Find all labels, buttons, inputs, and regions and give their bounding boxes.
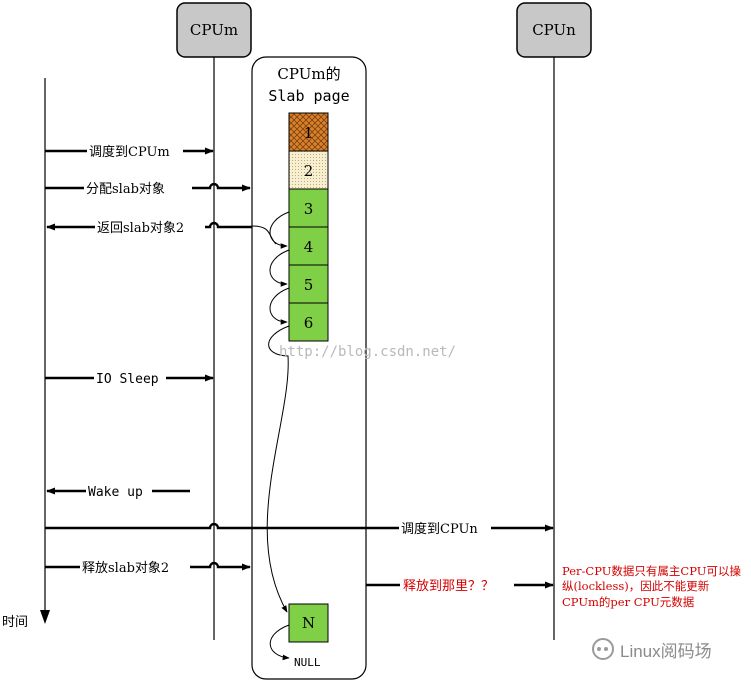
- slab-slot-2-label: 2: [304, 162, 314, 180]
- label-wake-up: Wake up: [88, 485, 143, 500]
- cpum-label: CPUm: [190, 21, 238, 39]
- note-line-3: CPUm的per CPU元数据: [562, 595, 695, 609]
- time-label: 时间: [2, 615, 28, 630]
- cpum-box: [176, 2, 252, 58]
- arrow-return-obj: [46, 221, 252, 231]
- freelist-link-n-null: [269, 624, 290, 661]
- note-line-1: Per-CPU数据只有属主CPU可以操: [562, 564, 741, 578]
- cpun-label: CPUn: [532, 21, 576, 39]
- url-watermark: http://blog.csdn.net/: [279, 344, 456, 360]
- label-bg-free-obj: [80, 558, 190, 576]
- note-line-2: 纵(lockless)，因此不能更新: [562, 579, 710, 593]
- slab-page-title-line2: Slab page: [268, 87, 349, 105]
- slab-slot-6-label: 6: [304, 314, 314, 332]
- label-bg-free-where: [400, 575, 514, 594]
- label-bg-schedule-cpun: [399, 519, 491, 537]
- brand-watermark: Linux阅码场: [592, 636, 742, 662]
- null-label: NULL: [294, 656, 321, 669]
- arrow-schedule-cpun: [45, 522, 554, 532]
- slab-slot-n-label: N: [302, 614, 315, 632]
- label-free-where: 释放到那里？？: [403, 579, 494, 594]
- slab-slot-1-label: 1: [304, 124, 314, 142]
- freelist-link-3-4: [269, 211, 290, 249]
- return-link-to-slot-3: [251, 225, 277, 245]
- slab-slot-5-label: 5: [304, 276, 314, 294]
- brand-text: Linux阅码场: [620, 641, 712, 661]
- cpun-box: [516, 2, 592, 58]
- label-bg-wake-up: [86, 482, 152, 500]
- freelist-link-6-n: [266, 325, 290, 613]
- arrow-alloc: [45, 182, 251, 192]
- label-schedule-cpum: 调度到CPUm: [89, 144, 170, 160]
- slab-slot-2: [288, 150, 329, 190]
- slab-slot-6: [288, 302, 329, 342]
- slab-slot-4: [288, 226, 329, 266]
- slab-slot-4-label: 4: [304, 238, 314, 256]
- freelist-link-4-5: [269, 249, 290, 287]
- arrow-free-obj: [45, 561, 251, 571]
- time-axis-arrowhead: [40, 610, 50, 624]
- slab-slot-1: [288, 112, 329, 152]
- slab-slot-3-label: 3: [304, 200, 314, 218]
- label-bg-schedule-cpum: [87, 142, 183, 160]
- label-return-obj: 返回slab对象2: [97, 221, 184, 236]
- wechat-icon: [592, 638, 614, 660]
- label-io-sleep: IO Sleep: [96, 372, 159, 387]
- label-free-obj: 释放slab对象2: [82, 561, 169, 576]
- slab-page-frame: [251, 56, 367, 680]
- slab-slot-5: [288, 264, 329, 304]
- label-bg-alloc: [84, 179, 192, 197]
- slab-slot-n: [288, 603, 329, 643]
- label-bg-io-sleep: [94, 369, 166, 387]
- freelist-link-5-6: [269, 287, 290, 325]
- label-schedule-cpun: 调度到CPUn: [401, 521, 478, 537]
- label-bg-return-obj: [95, 218, 205, 236]
- label-alloc: 分配slab对象: [86, 182, 165, 197]
- slab-page-title-line1: CPUm的: [277, 65, 340, 83]
